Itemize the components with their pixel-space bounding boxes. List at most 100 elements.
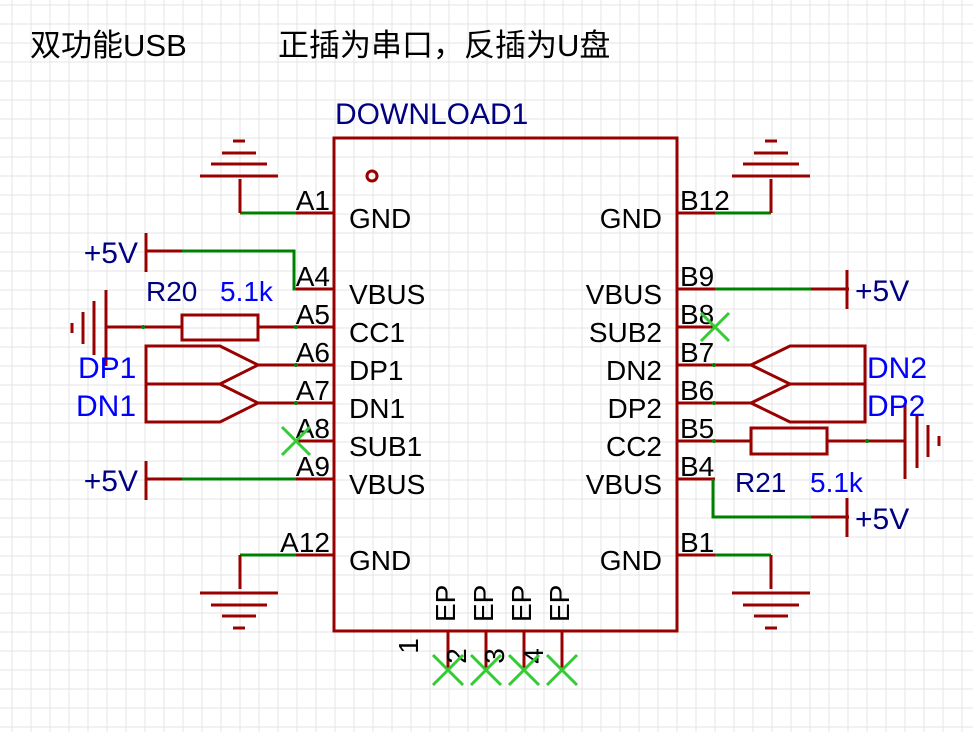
pin-number: B1 bbox=[680, 527, 714, 558]
pin-name: SUB2 bbox=[589, 317, 662, 348]
ground-symbol-b12[interactable] bbox=[732, 139, 810, 178]
pin-number: 3 bbox=[479, 648, 510, 664]
power-label: +5V bbox=[84, 237, 138, 270]
power-flag-b4[interactable]: +5V bbox=[845, 498, 909, 537]
pin-name: GND bbox=[349, 545, 411, 576]
pin-number: A8 bbox=[296, 413, 330, 444]
pin-name: EP bbox=[430, 585, 461, 622]
pin-name: DN1 bbox=[349, 393, 405, 424]
pin-name: EP bbox=[544, 585, 575, 622]
pin-number: A5 bbox=[296, 299, 330, 330]
net-label-text: DP1 bbox=[78, 352, 136, 385]
pin-name: SUB1 bbox=[349, 431, 422, 462]
pin-ep2[interactable]: EP 2 bbox=[441, 585, 499, 669]
no-connect-icon[interactable] bbox=[431, 653, 465, 687]
net-label-text: DN2 bbox=[867, 352, 927, 385]
net-label-text: DP2 bbox=[867, 390, 925, 423]
ground-symbol-a12[interactable] bbox=[200, 591, 278, 630]
no-connect-icon[interactable] bbox=[280, 425, 312, 457]
pin-name: CC1 bbox=[349, 317, 405, 348]
pin1-marker-icon bbox=[365, 169, 379, 183]
pin-name: EP bbox=[468, 585, 499, 622]
power-flag-a4[interactable]: +5V bbox=[84, 233, 148, 272]
pin-number: 1 bbox=[393, 638, 424, 654]
pin-name: VBUS bbox=[349, 469, 425, 500]
usb-connector-symbol[interactable] bbox=[332, 136, 679, 633]
wires bbox=[182, 211, 811, 557]
net-label-dn1[interactable]: DN1 bbox=[76, 382, 298, 424]
resistor-designator: R21 bbox=[735, 467, 786, 498]
resistor-designator: R20 bbox=[146, 276, 197, 307]
component-designator[interactable]: DOWNLOAD1 bbox=[335, 98, 528, 131]
pin-number: A1 bbox=[296, 185, 330, 216]
ground-symbol-a1[interactable] bbox=[200, 139, 278, 178]
pin-number: A12 bbox=[280, 527, 330, 558]
net-label-text: DN1 bbox=[76, 390, 136, 423]
pin-number: B12 bbox=[680, 185, 730, 216]
no-connect-icon[interactable] bbox=[545, 653, 579, 687]
pin-name: DP1 bbox=[349, 355, 403, 386]
pin-number: B9 bbox=[680, 261, 714, 292]
pin-number: A4 bbox=[296, 261, 330, 292]
resistor-value: 5.1k bbox=[810, 467, 864, 498]
power-flag-a9[interactable]: +5V bbox=[84, 461, 148, 500]
pin-number: B7 bbox=[680, 337, 714, 368]
pin-number: 4 bbox=[518, 648, 549, 664]
wire-b4-5v[interactable] bbox=[711, 479, 811, 519]
pin-ep1[interactable]: EP 1 bbox=[393, 585, 461, 669]
resistor-r21[interactable]: R21 5.1k bbox=[712, 426, 905, 498]
pin-number: B4 bbox=[680, 451, 714, 482]
resistor-body[interactable] bbox=[749, 426, 829, 456]
pin-number: B5 bbox=[680, 413, 714, 444]
pin-number: A6 bbox=[296, 337, 330, 368]
pin-name: VBUS bbox=[586, 469, 662, 500]
resistor-r20[interactable]: R20 5.1k bbox=[106, 276, 298, 342]
no-connect-icon[interactable] bbox=[507, 653, 541, 687]
net-label-dp2[interactable]: DP2 bbox=[712, 382, 925, 424]
pin-number: B8 bbox=[680, 299, 714, 330]
pin-number: 2 bbox=[441, 648, 472, 664]
power-label: +5V bbox=[84, 465, 138, 498]
pin-name: DN2 bbox=[606, 355, 662, 386]
power-label: +5V bbox=[855, 275, 909, 308]
pin-name: DP2 bbox=[608, 393, 662, 424]
pin-name: VBUS bbox=[586, 279, 662, 310]
title-right: 正插为串口，反插为U盘 bbox=[278, 28, 610, 63]
pin-number: A9 bbox=[296, 451, 330, 482]
pin-ep3[interactable]: EP3 bbox=[479, 585, 537, 669]
no-connect-icon[interactable] bbox=[469, 653, 503, 687]
pin-name: VBUS bbox=[349, 279, 425, 310]
no-connect-icon[interactable] bbox=[699, 311, 731, 343]
pin-number: B6 bbox=[680, 375, 714, 406]
wire-a4-5v[interactable] bbox=[182, 249, 296, 291]
component-stubs bbox=[146, 179, 849, 589]
pin-name: GND bbox=[600, 203, 662, 234]
pin-ep4[interactable]: EP 4 bbox=[518, 585, 575, 669]
component-body[interactable] bbox=[332, 136, 679, 633]
ground-symbol-b1[interactable] bbox=[732, 591, 810, 630]
resistor-value: 5.1k bbox=[220, 276, 274, 307]
power-flag-b9[interactable]: +5V bbox=[845, 270, 909, 309]
pin-name: GND bbox=[600, 545, 662, 576]
pin-name: CC2 bbox=[606, 431, 662, 462]
bottom-pins: EP 1 EP 2 EP3 EP 4 bbox=[393, 585, 575, 669]
